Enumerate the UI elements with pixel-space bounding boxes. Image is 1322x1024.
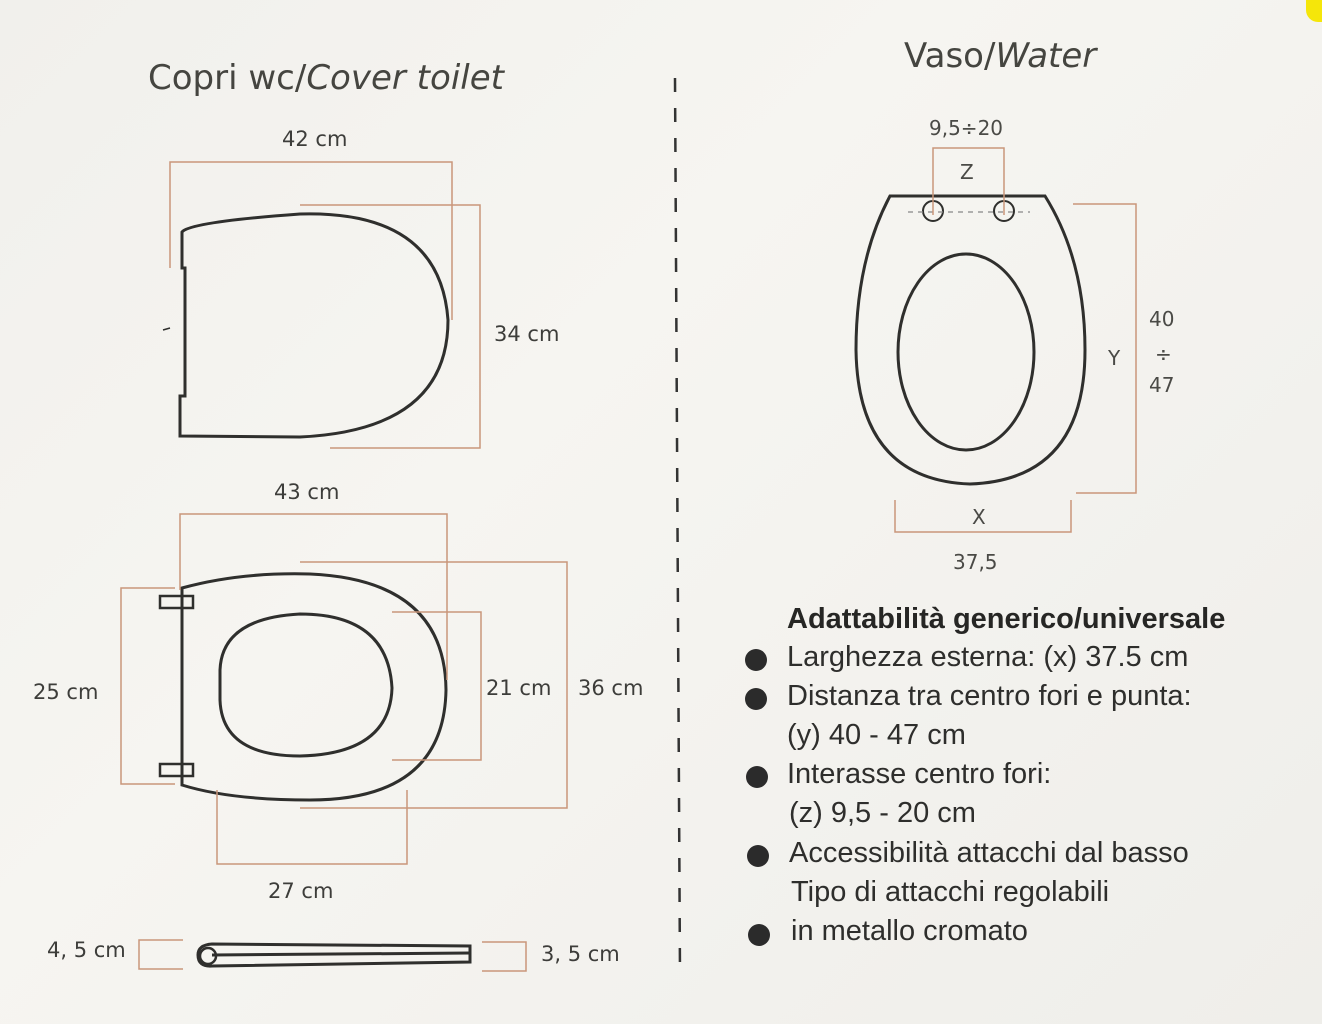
title-italic: Cover toilet (306, 58, 504, 98)
spec-line: Distanza tra centro fori e punta: (787, 680, 1192, 712)
bowl-diagram (854, 194, 1087, 486)
bowl-dimensions (894, 147, 1137, 533)
outer-length-label: 36 cm (578, 676, 644, 700)
inner-length-label: 21 cm (486, 676, 552, 700)
bullet-icon (746, 766, 768, 788)
hinge-span-label: 25 cm (33, 680, 99, 704)
z-label: Z (960, 160, 974, 184)
water-title: Vaso/Water (904, 36, 1096, 76)
spec-line: in metallo cromato (791, 915, 1028, 947)
cover-bottom-dimensions (120, 513, 568, 865)
y-range-top: 40 (1149, 307, 1175, 331)
title-italic: Water (995, 36, 1097, 76)
inner-width-label: 27 cm (268, 879, 334, 903)
bullet-icon (748, 924, 770, 946)
bullet-icon (745, 688, 767, 710)
x-value-label: 37,5 (953, 550, 998, 574)
cover-bottom-view (158, 572, 448, 802)
hinge-thickness-label: 4, 5 cm (47, 938, 126, 962)
cover-side-view (196, 942, 472, 968)
cover-toilet-title: Copri wc/Cover toilet (148, 58, 504, 98)
corner-highlight (1306, 0, 1322, 22)
spec-line: Larghezza esterna: (x) 37.5 cm (787, 641, 1189, 673)
title-regular: Copri wc/ (148, 58, 307, 98)
spec-line: (z) 9,5 - 20 cm (789, 797, 976, 829)
section-divider (673, 77, 682, 976)
specs-heading: Adattabilità generico/universale (787, 603, 1226, 635)
top-width-label: 42 cm (282, 127, 348, 151)
tip-thickness-label: 3, 5 cm (541, 942, 620, 966)
spec-line: Accessibilità attacchi dal basso (789, 837, 1189, 869)
spec-line: (y) 40 - 47 cm (787, 719, 966, 751)
spec-line: Tipo di attacchi regolabili (791, 876, 1110, 908)
bullet-icon (745, 649, 767, 671)
title-regular: Vaso/ (904, 36, 996, 76)
cover-top-dimensions (169, 161, 481, 449)
y-range-sep: ÷ (1155, 342, 1172, 366)
z-range-label: 9,5÷20 (929, 116, 1004, 140)
y-range-bottom: 47 (1149, 373, 1175, 397)
spec-line: Interasse centro fori: (787, 758, 1052, 790)
cover-top-view (178, 212, 450, 439)
bullet-icon (747, 845, 769, 867)
y-label: Y (1108, 346, 1121, 370)
x-label: X (972, 505, 986, 529)
top-length-label: 34 cm (494, 322, 560, 346)
bottom-width-label: 43 cm (274, 480, 340, 504)
